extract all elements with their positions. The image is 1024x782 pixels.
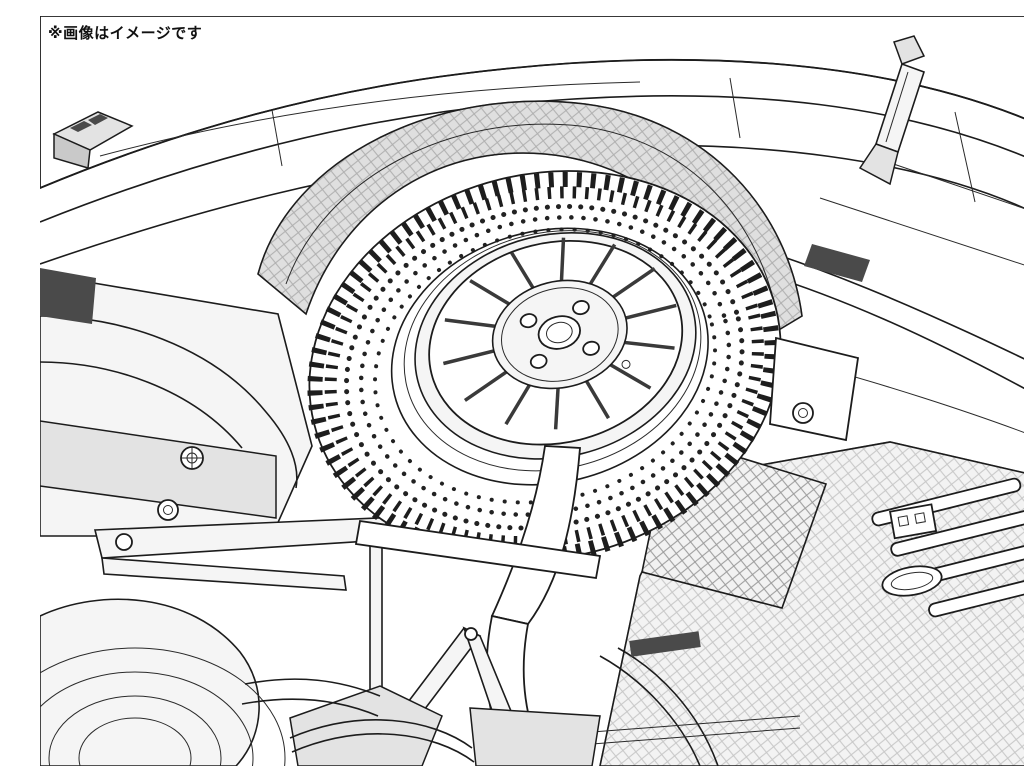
watermark-caption: ※画像はイメージです — [48, 24, 203, 42]
wheel-rim — [414, 232, 697, 460]
dark-slot — [629, 631, 701, 657]
spare-tire — [307, 170, 782, 565]
body-vent-slot — [804, 244, 870, 282]
frame-rail-bolt-2 — [157, 499, 179, 521]
link-bolt-3 — [464, 627, 478, 641]
corner-bracket — [52, 111, 134, 169]
control-arm-lower-bar — [101, 557, 347, 591]
lug-holes — [519, 300, 600, 369]
jack-handle — [858, 35, 926, 186]
tire-tread-studs — [343, 203, 745, 531]
technical-illustration: ※画像はイメージです — [40, 16, 1024, 766]
valve-stem — [621, 359, 631, 369]
tire-inner-shoulder — [390, 227, 709, 486]
wheel-well-arch — [257, 100, 803, 348]
steering-rack — [469, 707, 601, 766]
hub-center-bore — [537, 315, 581, 350]
body-panels — [40, 16, 1024, 434]
floor-pan-oval-hole — [881, 565, 943, 597]
left-underbody — [40, 268, 482, 721]
left-dark-bracket — [40, 268, 96, 324]
frame-rail — [40, 420, 277, 519]
tire-tread-blocks — [307, 171, 780, 565]
frame-rail-bolt — [180, 446, 204, 470]
car-underbody-drawing — [40, 16, 1024, 766]
tie-rod — [354, 519, 602, 580]
control-arm-bolt — [115, 533, 133, 551]
floor-pan-bracket — [889, 503, 938, 540]
hub-cap — [491, 279, 631, 390]
side-bracket — [769, 336, 860, 442]
